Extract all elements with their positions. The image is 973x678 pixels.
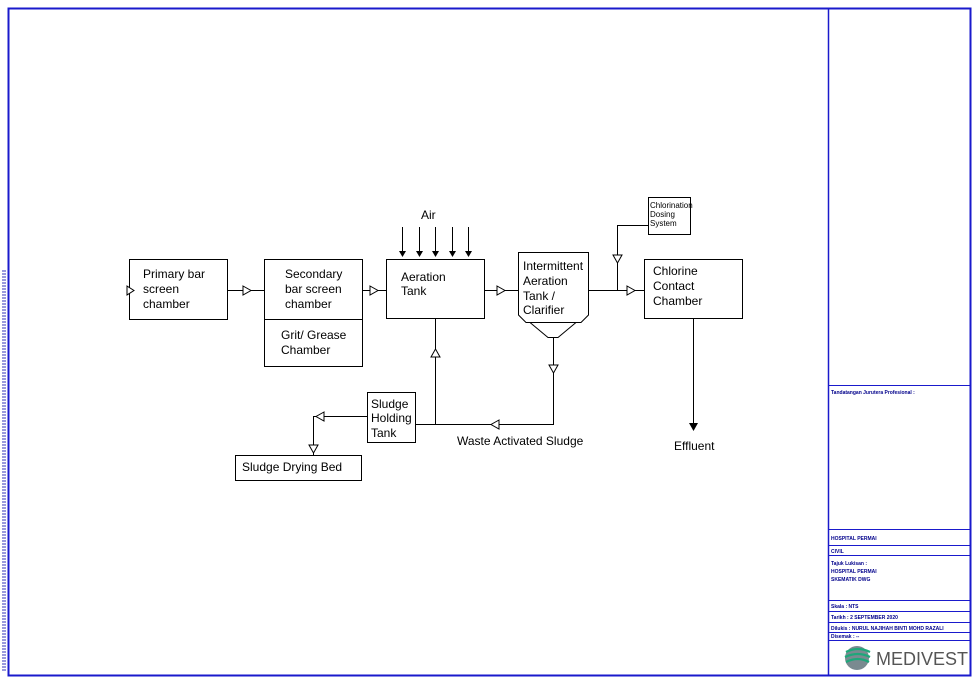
aeration-label-1: Aeration (401, 270, 446, 284)
chlorine-label-1: Chlorine (653, 264, 698, 278)
drying-bed-label: Sludge Drying Bed (242, 460, 342, 474)
intermittent-label-4: Clarifier (523, 303, 564, 317)
clarifier-hopper (529, 322, 577, 338)
aeration-label-2: Tank (401, 284, 427, 298)
sludge-holding-label-2: Holding (371, 411, 412, 425)
grit-label-2: Chamber (281, 343, 330, 357)
medivest-logo-icon (844, 646, 871, 670)
chlorine-contact-box (644, 259, 743, 319)
chlorine-label-2: Contact (653, 279, 695, 293)
checked-by: Disemak : -- (831, 634, 860, 640)
arrow-right-icon (126, 285, 135, 296)
chlorine-label-3: Chamber (653, 294, 702, 308)
arrow-down-icon (308, 444, 319, 455)
title-line-1: HOSPITAL PERMAI (831, 569, 877, 575)
grit-label-1: Grit/ Grease (281, 328, 347, 342)
secondary-label-3: chamber (285, 297, 332, 311)
scale: Skala : NTS (831, 604, 859, 610)
air-label: Air (421, 208, 436, 222)
arrow-right-icon (626, 285, 637, 296)
effluent-label: Effluent (674, 439, 715, 453)
sheet-border (7, 7, 972, 677)
arrow-right-icon (242, 285, 253, 296)
secondary-label-1: Secondary (285, 267, 342, 281)
project-name: HOSPITAL PERMAI (831, 536, 877, 542)
date: Tarikh : 2 SEPTEMBER 2020 (831, 615, 898, 621)
sludge-holding-label-3: Tank (371, 426, 397, 440)
secondary-label-2: bar screen (285, 282, 342, 296)
dosing-label-3: System (650, 219, 677, 228)
chlorination-dosing-box (648, 197, 691, 235)
discipline: CIVIL (831, 549, 844, 555)
arrow-down-icon (548, 364, 559, 375)
secondary-bar-screen-box (264, 259, 363, 320)
primary-label-2: screen (143, 282, 179, 296)
intermittent-label-1: Intermittent (523, 259, 584, 273)
intermittent-tank-box (518, 252, 589, 323)
primary-bar-screen-box (129, 259, 228, 320)
intermittent-label-2: Aeration (523, 274, 568, 288)
air-arrowheads (399, 251, 698, 431)
waste-sludge-label: Waste Activated Sludge (457, 434, 584, 448)
sludge-holding-label-1: Sludge (371, 397, 409, 411)
sludge-drying-bed-box (235, 455, 362, 481)
arrow-right-icon (369, 285, 380, 296)
logo-text: MEDIVEST (876, 649, 968, 669)
arrow-down-icon (612, 254, 623, 265)
primary-label-1: Primary bar (143, 267, 205, 281)
arrow-left-icon (314, 411, 325, 422)
arrow-up-icon (430, 347, 441, 358)
sludge-holding-box (367, 392, 416, 443)
dosing-label-2: Dosing (650, 210, 675, 219)
aeration-tank-box (386, 259, 485, 319)
signature-label: Tandatangan Jurutera Profesional : (831, 390, 915, 396)
arrow-right-icon (496, 285, 507, 296)
drawn-by: Dilukis : NURUL NAJIHAH BINTI MOHD RAZAL… (831, 626, 944, 632)
title-line-2: SKEMATIK DWG (831, 577, 870, 583)
dosing-label-1: Chlorination (650, 201, 693, 210)
title-label: Tajuk Lukisan : (831, 561, 867, 567)
primary-label-3: chamber (143, 297, 190, 311)
intermittent-label-3: Tank / (523, 289, 556, 303)
arrow-left-icon (489, 419, 500, 430)
grit-grease-box (264, 319, 363, 367)
title-block-rows (829, 385, 970, 641)
